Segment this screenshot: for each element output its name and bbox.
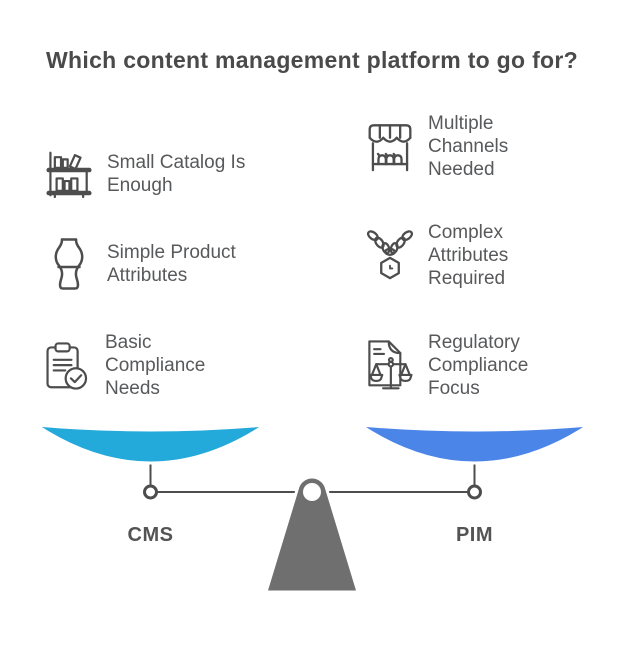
right-pan-label: PIM: [455, 524, 494, 546]
left-beam-ring: [143, 484, 158, 500]
left-pan-label: CMS: [127, 524, 174, 546]
list-item: Complex Attributes Required: [365, 221, 508, 290]
item-label: Simple Product Attributes: [107, 242, 236, 286]
right-beam-ring: [467, 484, 482, 500]
document-scales-icon: [365, 338, 415, 393]
bookshelf-icon: [44, 150, 94, 198]
fulcrum-hole: [303, 483, 321, 501]
balance-scale: [35, 423, 590, 594]
list-item: Multiple Channels Needed: [365, 112, 508, 181]
fulcrum: [264, 475, 360, 594]
storefront-icon: [365, 121, 415, 173]
vase-icon: [44, 237, 94, 291]
list-item: Simple Product Attributes: [44, 237, 236, 291]
item-label: Small Catalog Is Enough: [107, 152, 246, 196]
page-title: Which content management platform to go …: [46, 47, 578, 73]
list-item: Basic Compliance Needs: [42, 331, 205, 400]
list-item: Small Catalog Is Enough: [44, 150, 245, 198]
list-item: Regulatory Compliance Focus: [365, 331, 528, 400]
item-label: Multiple Channels Needed: [428, 113, 509, 180]
clipboard-check-icon: [42, 341, 92, 391]
left-pan: [35, 423, 266, 465]
necklace-icon: [365, 229, 415, 283]
item-label: Basic Compliance Needs: [105, 332, 206, 399]
right-pan: [359, 423, 590, 465]
item-label: Complex Attributes Required: [428, 222, 509, 289]
item-label: Regulatory Compliance Focus: [428, 332, 529, 399]
